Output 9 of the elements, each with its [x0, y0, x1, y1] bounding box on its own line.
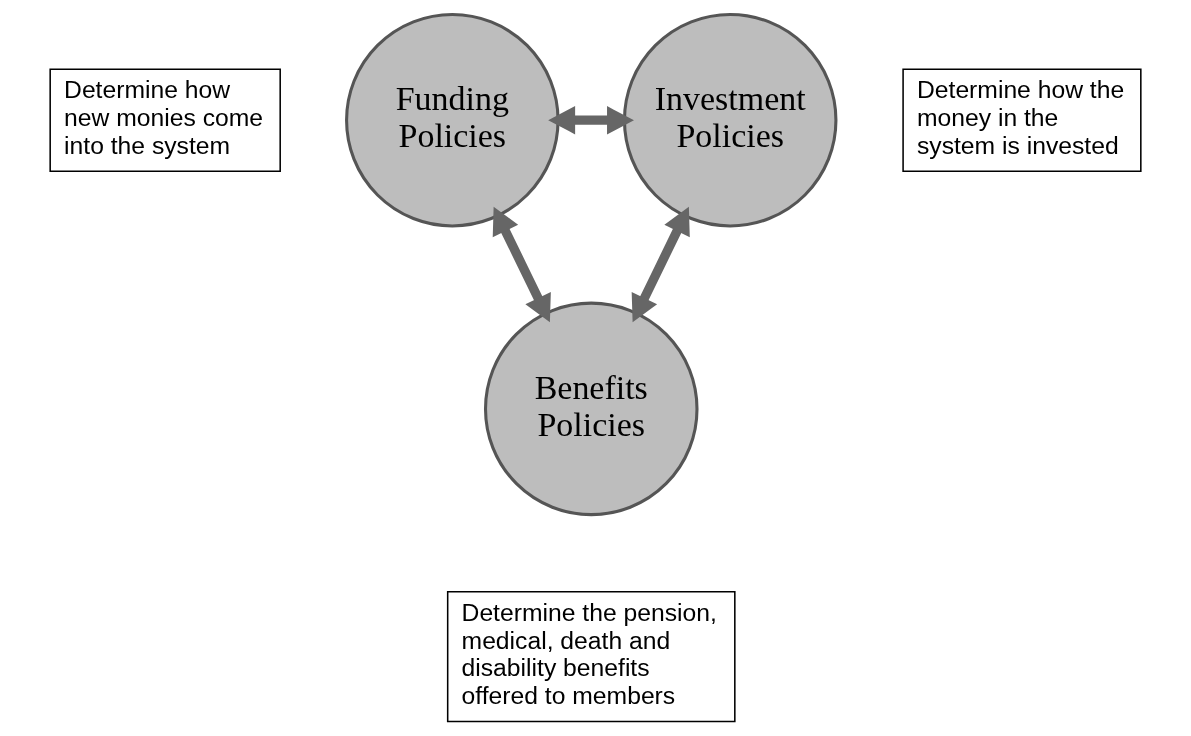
arrow	[548, 106, 634, 135]
node-box: Determine how the money in the system is invested	[902, 68, 1142, 172]
arrow	[492, 206, 551, 323]
node-circle: Benefits Policies	[483, 301, 699, 517]
node-box: Determine how new monies come into the system	[49, 68, 281, 172]
node-circle: Funding Policies	[345, 12, 560, 228]
node-circle: Investment Policies	[622, 12, 838, 228]
arrow	[631, 206, 690, 323]
node-box: Determine the pension, medical, death and disability benefits offered to members	[446, 591, 736, 723]
